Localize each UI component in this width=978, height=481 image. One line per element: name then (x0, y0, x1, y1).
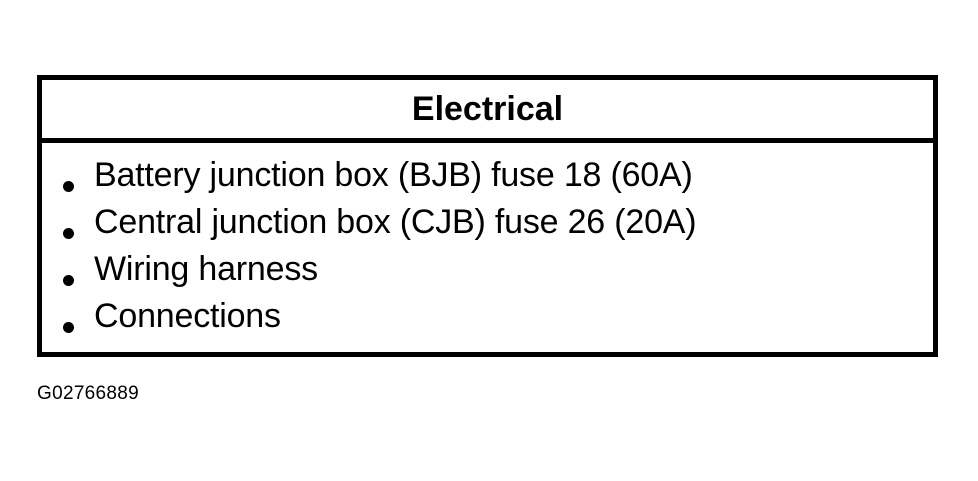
figure-caption: G02766889 (37, 383, 140, 404)
list-item-label: Battery junction box (BJB) fuse 18 (60A) (94, 156, 693, 194)
electrical-callout-box: Electrical Battery junction box (BJB) fu… (37, 75, 938, 357)
callout-header: Electrical (42, 80, 933, 143)
list-item: Battery junction box (BJB) fuse 18 (60A) (42, 152, 933, 199)
callout-header-title: Electrical (411, 90, 564, 128)
list-item-label: Wiring harness (94, 250, 318, 288)
callout-body: Battery junction box (BJB) fuse 18 (60A)… (42, 143, 933, 340)
list-item: Connections (42, 293, 933, 340)
list-item: Central junction box (CJB) fuse 26 (20A) (42, 199, 933, 246)
electrical-item-list: Battery junction box (BJB) fuse 18 (60A)… (42, 152, 933, 340)
list-item-label: Central junction box (CJB) fuse 26 (20A) (94, 203, 697, 241)
list-item: Wiring harness (42, 246, 933, 293)
list-item-label: Connections (94, 297, 281, 335)
